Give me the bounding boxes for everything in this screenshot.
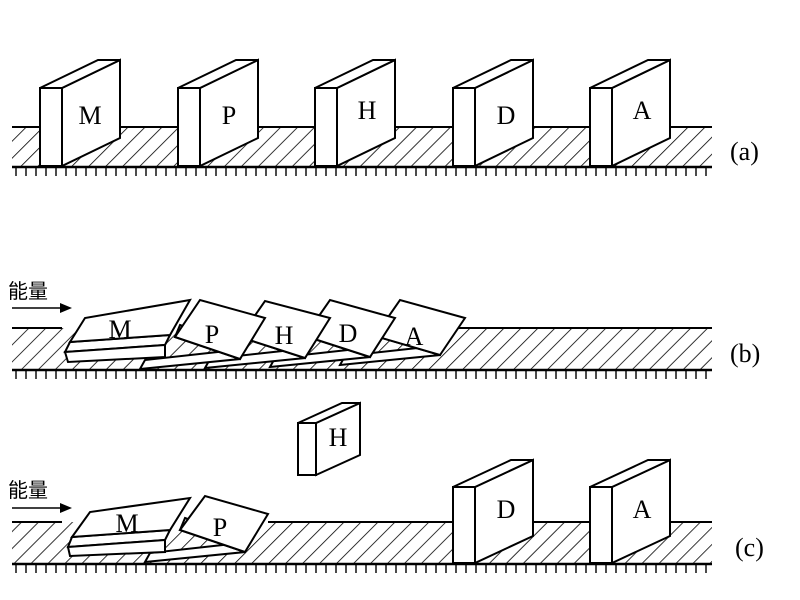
block-letter: A [633, 96, 652, 125]
block-letter: P [205, 320, 219, 349]
block-letter: D [497, 101, 516, 130]
block-letter: M [108, 315, 131, 344]
block-letter: P [213, 513, 227, 542]
energy-arrow-b [12, 303, 72, 313]
block-a-h: H [314, 58, 396, 168]
block-letter: D [339, 319, 358, 348]
energy-label-c: 能量 [8, 478, 48, 502]
block-letter: P [222, 101, 236, 130]
panel-a: M P H D A (a) [12, 58, 759, 176]
energy-arrow-c [12, 503, 72, 513]
block-letter: M [115, 509, 138, 538]
panel-b: 能量 A D H P [8, 279, 760, 379]
panel-c: 能量 P M H D [8, 401, 764, 573]
block-letter: H [329, 423, 348, 452]
block-c-h-ejected: H [297, 401, 361, 477]
block-a-p: P [177, 58, 259, 168]
block-letter: H [358, 96, 377, 125]
panel-label-c: (c) [735, 533, 764, 562]
block-letter: A [633, 495, 652, 524]
block-a-a: A [589, 58, 671, 168]
block-letter: D [497, 495, 516, 524]
block-a-m: M [39, 58, 121, 168]
block-b-p: P [138, 298, 267, 371]
block-b-h: H [203, 299, 332, 370]
block-c-p: P [143, 494, 270, 564]
energy-label-b: 能量 [8, 279, 48, 303]
block-b-d: D [268, 298, 397, 369]
panel-label-b: (b) [730, 339, 760, 368]
block-letter: M [78, 101, 101, 130]
block-letter: A [405, 322, 424, 351]
block-a-d: D [452, 58, 534, 168]
panel-label-a: (a) [730, 137, 759, 166]
block-c-a: A [589, 458, 671, 565]
block-c-m: M [66, 496, 192, 558]
block-b-m: M [63, 298, 192, 364]
block-b-a: A [338, 298, 467, 367]
block-letter: H [275, 321, 294, 350]
block-c-d: D [452, 458, 534, 565]
